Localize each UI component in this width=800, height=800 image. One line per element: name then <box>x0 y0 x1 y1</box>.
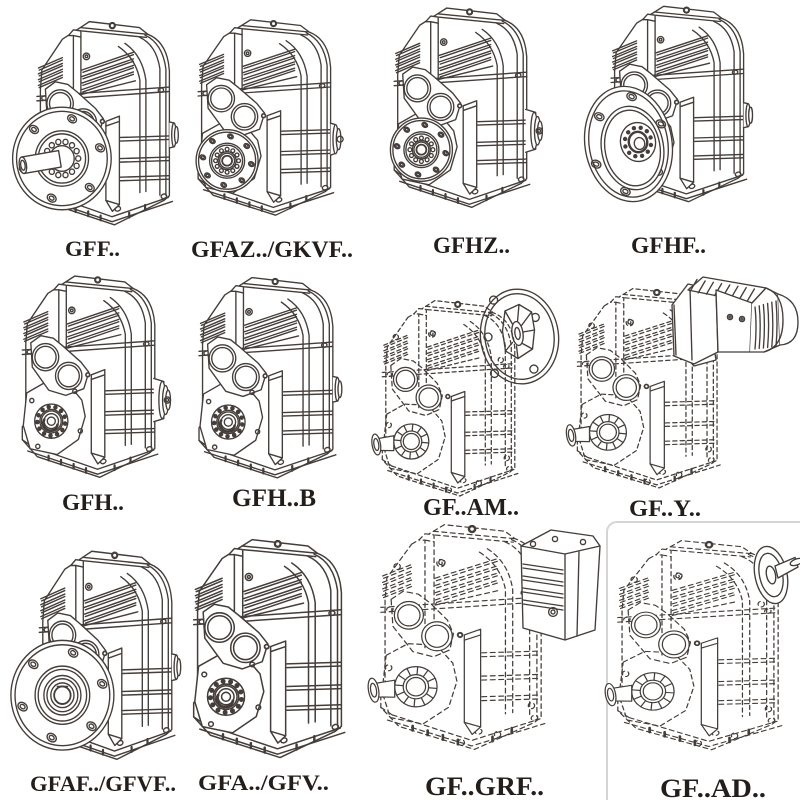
svg-text:GFHZ..: GFHZ.. <box>433 233 510 258</box>
svg-text:GFA../GFV..: GFA../GFV.. <box>198 770 329 795</box>
svg-text:GFH..B: GFH..B <box>232 485 316 512</box>
svg-text:GF..GRF..: GF..GRF.. <box>425 772 544 800</box>
svg-text:GFF..: GFF.. <box>65 236 120 261</box>
svg-text:GFHF..: GFHF.. <box>631 233 706 258</box>
svg-text:GF..AM..: GF..AM.. <box>423 495 519 521</box>
svg-text:GF..AD..: GF..AD.. <box>660 774 766 800</box>
svg-text:GFH..: GFH.. <box>62 490 124 515</box>
svg-text:GF..Y..: GF..Y.. <box>629 496 701 521</box>
svg-text:GFAF../GFVF..: GFAF../GFVF.. <box>30 771 176 796</box>
svg-text:GFAZ../GKVF..: GFAZ../GKVF.. <box>191 237 353 262</box>
